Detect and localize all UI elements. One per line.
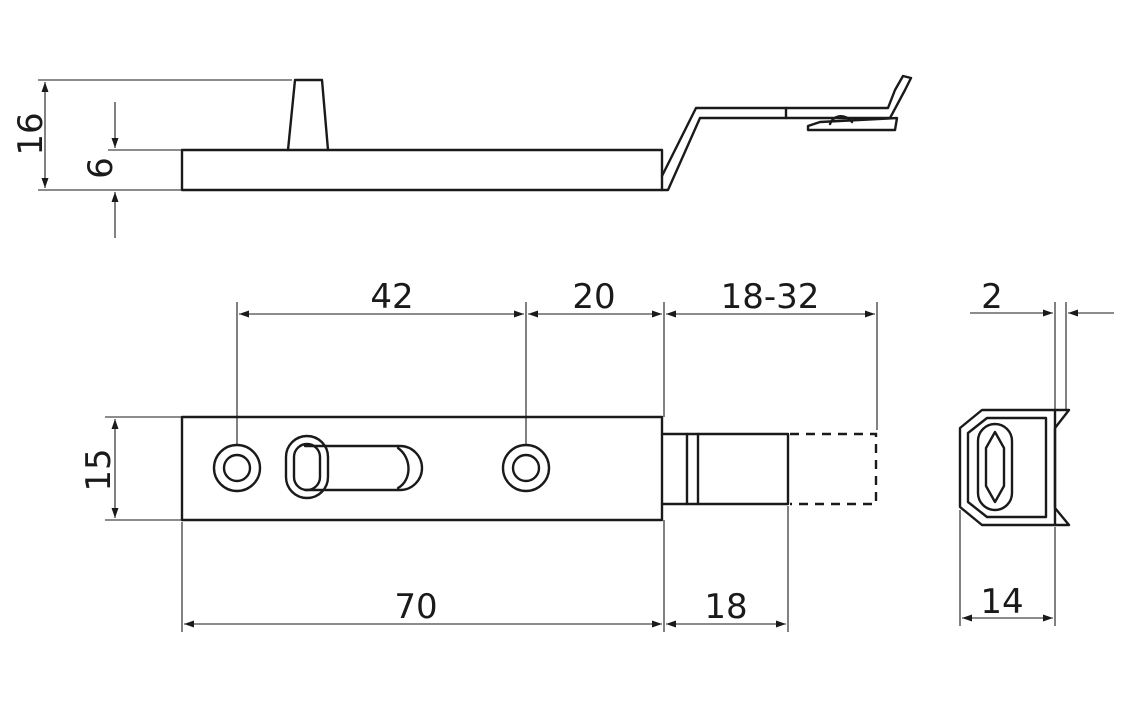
dim-label-15: 15 bbox=[79, 448, 119, 491]
keeper-slot-outer bbox=[976, 422, 1014, 512]
side-knob bbox=[286, 78, 330, 152]
bolt-extended bbox=[790, 432, 878, 506]
side-bolt bbox=[660, 74, 913, 192]
knob-slot bbox=[303, 444, 424, 492]
dim-label-14: 14 bbox=[980, 582, 1023, 622]
dim-label-16: 16 bbox=[11, 112, 51, 155]
dim-label-2: 2 bbox=[981, 277, 1003, 317]
dim-label-42: 42 bbox=[370, 277, 413, 317]
keeper-slot-inner bbox=[984, 430, 1006, 504]
screw-hole-1-inner bbox=[222, 453, 252, 483]
side-keeper-hook bbox=[828, 115, 854, 126]
keeper-plate-bevel bbox=[966, 416, 1048, 519]
dim-label-70: 70 bbox=[394, 587, 437, 627]
knob-inner bbox=[292, 442, 322, 492]
screw-hole-2-outer bbox=[501, 443, 551, 493]
knob-outer bbox=[284, 434, 330, 500]
screw-hole-2-inner bbox=[511, 453, 541, 483]
screw-hole-1-outer bbox=[212, 443, 262, 493]
keeper-lip bbox=[1053, 408, 1071, 527]
dim-label-18: 18 bbox=[704, 587, 747, 627]
side-view: 16 6 bbox=[11, 74, 913, 238]
dim-label-18-32: 18-32 bbox=[721, 277, 820, 317]
dim-label-20: 20 bbox=[572, 277, 615, 317]
bolt bbox=[660, 432, 790, 506]
keeper-view: 2 14 bbox=[958, 277, 1114, 626]
top-body bbox=[180, 415, 664, 522]
top-view: 42 20 18-32 15 70 18 bbox=[79, 277, 878, 632]
dim-label-6: 6 bbox=[81, 157, 121, 179]
side-keeper bbox=[806, 116, 899, 132]
side-body bbox=[180, 148, 664, 192]
knob-slot-inner bbox=[396, 446, 410, 490]
